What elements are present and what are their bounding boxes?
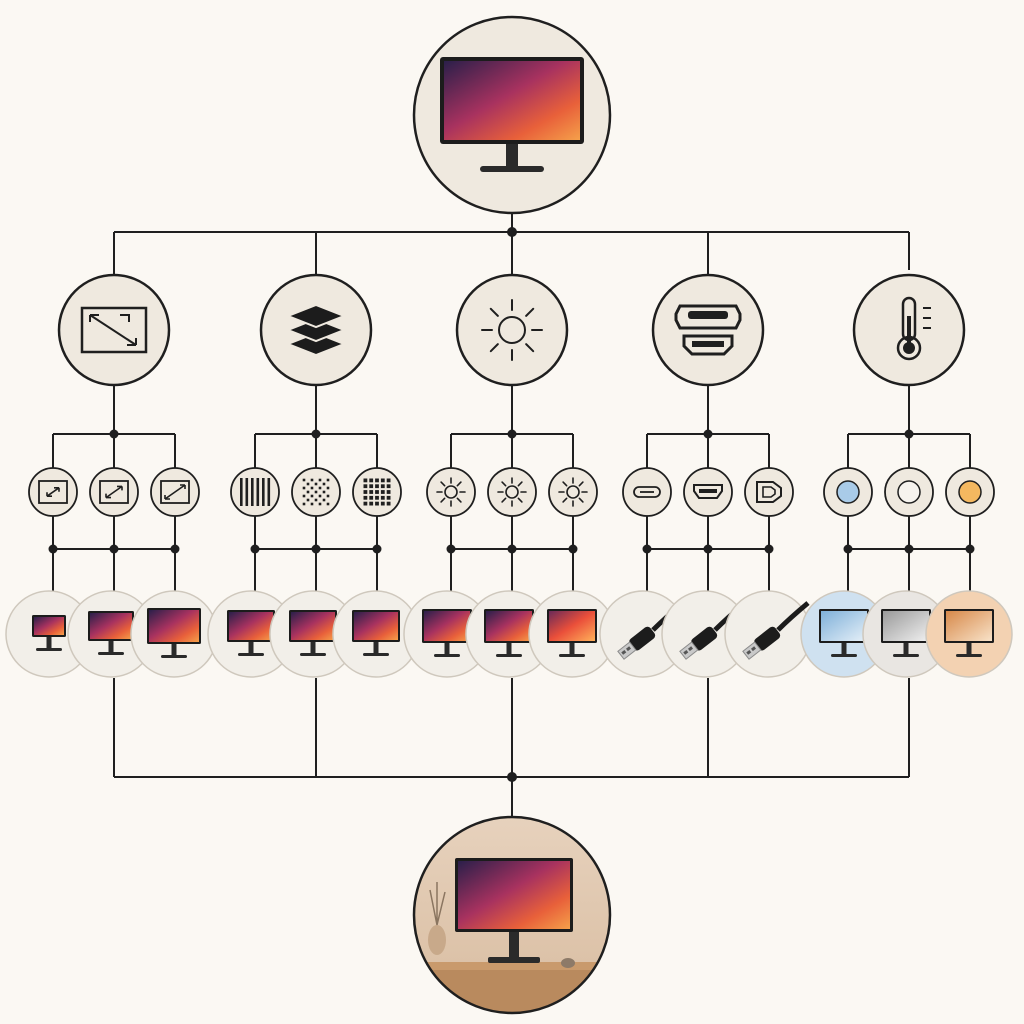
hdmi-port-icon [693,484,723,499]
option-brightness-1[interactable] [426,467,476,517]
resize-diagonal-icon [80,306,148,354]
junction-dots [507,227,517,782]
monitor-medium-thumb[interactable] [67,590,155,678]
sun-icon [481,299,543,361]
resize-small-icon [38,480,68,504]
connector-lines [48,210,975,818]
option-color-temperature-2[interactable] [884,467,934,517]
monitor-desk-output-node[interactable] [410,815,616,1020]
vertical-lines-icon [240,478,271,506]
monitor-res-high-thumb[interactable] [332,590,420,678]
category-node-color-temperature[interactable] [852,273,966,387]
category-nodes [57,273,966,387]
monitor-cool-tint-thumb[interactable] [800,590,888,678]
option-ports-2[interactable] [683,467,733,517]
category-node-panel-resolution[interactable] [259,273,373,387]
displayport-cable-thumb[interactable] [724,590,812,678]
layers-stack-icon [285,303,347,357]
displayport-icon [756,481,782,503]
monitor-large-thumb[interactable] [130,590,218,678]
thermometer-icon [896,296,931,361]
monitor-small-thumb[interactable] [5,590,93,678]
sun-high-icon [558,477,588,507]
option-ports-3[interactable] [744,467,794,517]
option-nodes [28,467,995,517]
option-brightness-3[interactable] [548,467,598,517]
monitor-warm-tint-thumb[interactable] [925,590,1013,678]
monitor-neutral-tint-thumb[interactable] [862,590,950,678]
option-brightness-2[interactable] [487,467,537,517]
neutral-color-dot-icon [897,480,921,504]
pixel-grid-icon [363,478,391,506]
sun-low-icon [436,477,466,507]
monitor-bright-high-thumb[interactable] [528,590,616,678]
option-panel-resolution-2[interactable] [291,467,341,517]
option-ports-1[interactable] [622,467,672,517]
hdmi-ports-icon [674,304,742,356]
resize-large-icon [160,480,190,504]
result-thumbnails [5,590,1013,678]
category-node-ports[interactable] [651,273,765,387]
option-panel-resolution-3[interactable] [352,467,402,517]
monitor-bright-mid-thumb[interactable] [465,590,553,678]
option-screen-size-3[interactable] [150,467,200,517]
dot-grid-icon [302,478,330,506]
monitor-icon [440,57,584,172]
monitor-root-node[interactable] [412,15,612,215]
warm-color-dot-icon [958,480,982,504]
cool-color-dot-icon [836,480,860,504]
option-panel-resolution-1[interactable] [230,467,280,517]
category-node-screen-size[interactable] [57,273,171,387]
option-screen-size-2[interactable] [89,467,139,517]
resize-medium-icon [99,480,129,504]
monitor-on-desk-photo [414,817,610,1013]
option-color-temperature-1[interactable] [823,467,873,517]
option-screen-size-1[interactable] [28,467,78,517]
category-node-brightness[interactable] [455,273,569,387]
option-color-temperature-3[interactable] [945,467,995,517]
monitor-bright-low-thumb[interactable] [403,590,491,678]
sun-mid-icon [497,477,527,507]
monitor-res-low-thumb[interactable] [207,590,295,678]
usb-c-port-icon [633,486,661,498]
